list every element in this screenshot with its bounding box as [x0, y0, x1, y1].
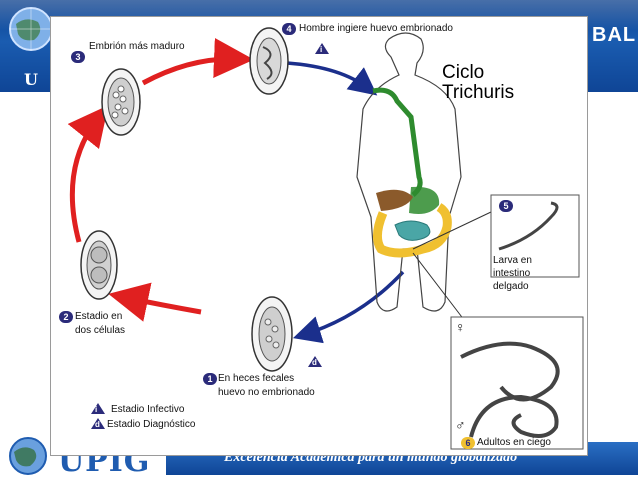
- larva: [498, 201, 559, 251]
- pointer-line-5: [412, 211, 492, 250]
- stage-label-2-line-1: Estadio en: [75, 311, 123, 322]
- stage-label-4: Hombre ingiere huevo embrionado: [299, 23, 453, 34]
- stage-label-3: Embrión más maduro: [89, 41, 185, 52]
- legend-infective-label: Estadio Infectivo: [111, 404, 185, 415]
- infective-mark: i: [320, 45, 323, 54]
- small-intestine: [394, 220, 431, 241]
- logo-letter: U: [24, 70, 38, 89]
- arrow-human-to-1: [292, 270, 405, 344]
- female-symbol: ♀: [455, 319, 466, 335]
- egg-stage-2: [80, 230, 118, 300]
- stage-label-2-line-2: dos células: [75, 325, 126, 336]
- arrow-4-to-human: [286, 61, 378, 96]
- diagnostic-mark: d: [312, 358, 317, 367]
- human-silhouette: [356, 32, 462, 312]
- stage-label-6: Adultos en ciego: [477, 437, 551, 448]
- egg-stage-4: [249, 27, 289, 95]
- pointer-line-6: [412, 252, 472, 330]
- esophagus: [372, 87, 423, 197]
- stage-number-5: 5: [499, 200, 513, 212]
- banner-right-text: BAL: [592, 24, 637, 46]
- diagnostic-triangle-icon: [308, 356, 322, 367]
- infective-triangle-icon: [315, 43, 329, 54]
- stage-label-5-line-3: delgado: [493, 281, 529, 292]
- globe-logo-icon: [9, 437, 47, 475]
- stage-label-5-line-2: intestino: [493, 268, 531, 279]
- stage-label-1-line-2: huevo no embrionado: [218, 387, 315, 398]
- male-symbol: ♂: [455, 417, 466, 433]
- stage-number-3: 3: [71, 51, 85, 63]
- stage-label-1-line-1: En heces fecales: [218, 373, 295, 384]
- liver: [376, 189, 413, 211]
- legend-diagnostic-icon: [91, 418, 105, 429]
- stage-number-2: 2: [59, 311, 73, 323]
- colon: [373, 203, 452, 258]
- stage-number-6: 6: [461, 437, 475, 449]
- adult-male-worm: [469, 394, 559, 438]
- stage-number-4: 4: [282, 23, 296, 35]
- stage-label-5-line-1: Larva en: [493, 255, 532, 266]
- stage-number-1: 1: [203, 373, 217, 385]
- arrow-3-to-4: [141, 37, 254, 86]
- legend-infective-mark: i: [95, 405, 98, 414]
- cycle-drawing: [67, 27, 584, 450]
- globe-icon: [9, 7, 53, 51]
- trichuris-diagram: Ciclo Trichuris 3 Embrión más maduro 4 H…: [50, 16, 588, 456]
- stomach: [409, 186, 440, 214]
- legend-diagnostic-mark: d: [95, 420, 100, 429]
- title-line-1: Ciclo: [442, 62, 485, 83]
- arrow-2-to-3: [67, 105, 109, 243]
- legend-infective-icon: [91, 403, 105, 414]
- title-line-2: Trichuris: [442, 82, 515, 103]
- legend-diagnostic-label: Estadio Diagnóstico: [107, 419, 196, 430]
- egg-stage-1: [251, 296, 293, 372]
- arrow-1-to-2: [108, 282, 202, 322]
- diagram-title: Ciclo Trichuris: [442, 63, 514, 103]
- egg-stage-3: [101, 68, 141, 136]
